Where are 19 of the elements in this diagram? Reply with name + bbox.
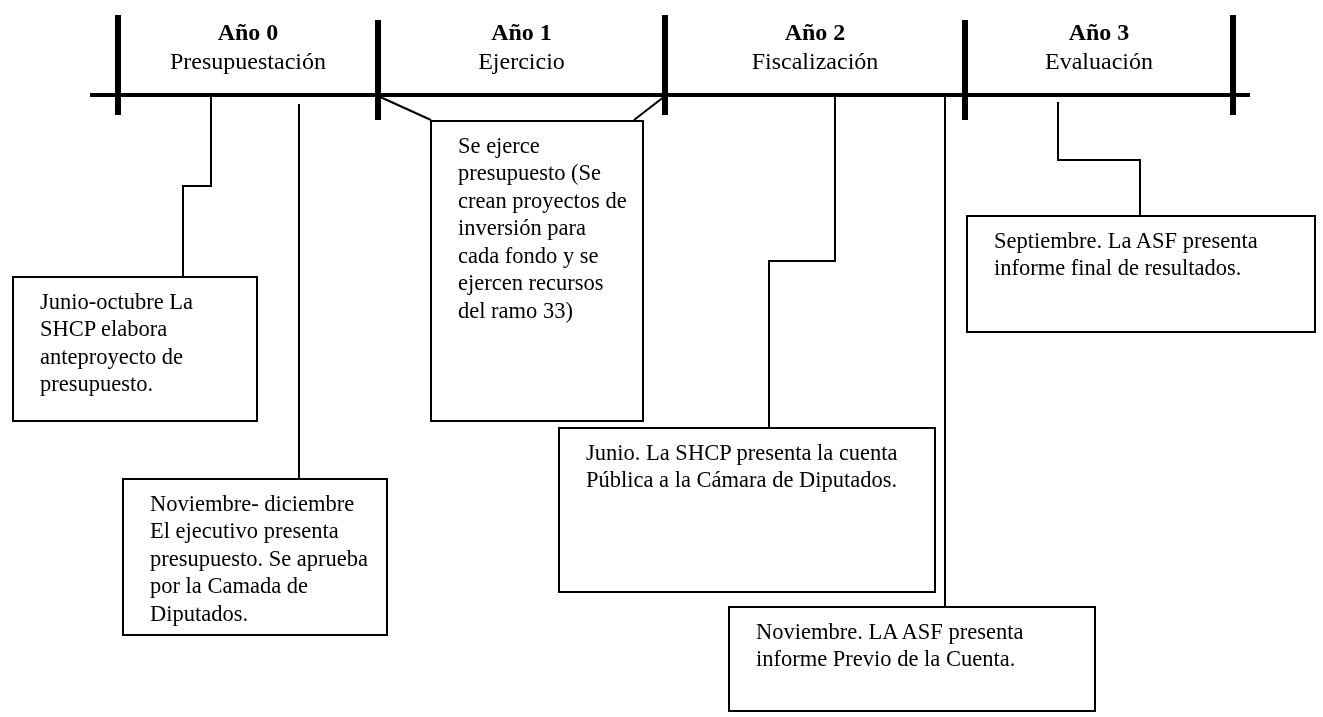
- event-box: Septiembre. La ASF presenta informe final de resultados.: [966, 215, 1316, 333]
- year-heading: Año 1: [490, 18, 553, 47]
- event-box: Noviembre. LA ASF presenta informe Previo de la Cuenta.: [728, 606, 1096, 712]
- event-box: Junio-octubre La SHCP elabora anteproyecto de presupuesto.: [12, 276, 258, 422]
- phase-name: Fiscalización: [750, 47, 880, 76]
- phase-name: Ejercicio: [477, 47, 566, 76]
- year-heading: Año 2: [783, 18, 847, 47]
- phase-name: Evaluación: [1044, 47, 1154, 76]
- event-box: Junio. La SHCP presenta la cuenta Pública a la Cámara de Diputados.: [558, 427, 936, 593]
- event-box: Noviembre- diciembre El ejecutivo presenta presupuesto. Se aprueba por la Camada de Diputados.: [122, 478, 388, 636]
- leader-line: [768, 95, 836, 428]
- event-box: Se ejerce presupuesto (Se crean proyectos de inversión para cada fondo y se ejercen recursos del ramo 33): [430, 120, 644, 422]
- year-heading: Año 3: [1067, 18, 1131, 47]
- leader-line: [1057, 101, 1141, 216]
- phase-name: Presupuestación: [169, 47, 327, 76]
- leader-line: [944, 95, 946, 607]
- year-heading: Año 0: [216, 18, 280, 47]
- leader-line: [298, 103, 300, 479]
- leader-line: [182, 95, 212, 277]
